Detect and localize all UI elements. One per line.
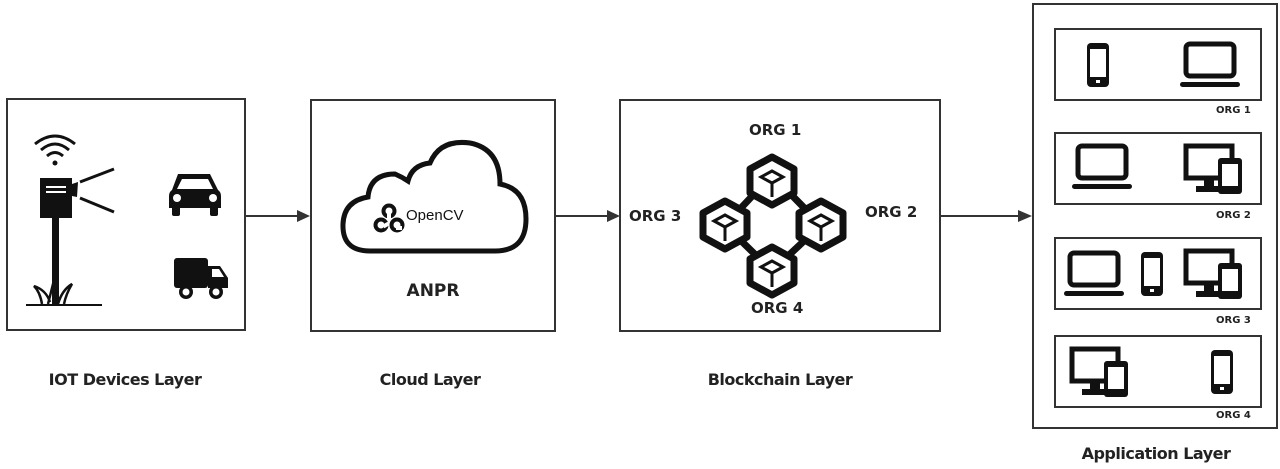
phone-icon	[1087, 43, 1109, 87]
blockchain-org-3: ORG 3	[629, 207, 682, 225]
arrow-iot-to-cloud	[245, 210, 310, 222]
cloud-layer-label: Cloud Layer	[379, 370, 481, 389]
wifi-icon	[34, 134, 76, 166]
application-layer-box: ORG 1 ORG 2 ORG 3 ORG 4	[1032, 3, 1278, 429]
app-org-3-panel	[1054, 237, 1262, 310]
block-cube-top	[746, 153, 798, 209]
app-org-3-label: ORG 3	[1216, 315, 1251, 326]
blockchain-org-1: ORG 1	[749, 121, 802, 139]
arrow-blockchain-to-application	[940, 210, 1032, 222]
laptop-icon	[1064, 250, 1124, 296]
laptop-icon	[1180, 41, 1240, 87]
opencv-logo-text: OpenCV	[406, 207, 464, 224]
blockchain-org-4: ORG 4	[751, 299, 804, 317]
app-org-1-label: ORG 1	[1216, 105, 1251, 116]
app-org-1-panel	[1054, 28, 1262, 101]
arrow-cloud-to-blockchain	[555, 210, 620, 222]
anpr-caption: ANPR	[406, 281, 460, 301]
app-org-4-panel	[1054, 335, 1262, 408]
blockchain-network-icon	[699, 153, 847, 299]
block-cube-right	[795, 197, 847, 253]
app-org-2-label: ORG 2	[1216, 210, 1251, 221]
speed-camera-icon	[26, 167, 115, 306]
cloud-icon	[340, 139, 529, 254]
block-cube-left	[699, 197, 751, 253]
blockchain-layer-label: Blockchain Layer	[707, 370, 853, 389]
block-cube-bottom	[746, 243, 798, 299]
opencv-logo-icon	[373, 203, 405, 233]
blockchain-org-2: ORG 2	[865, 203, 918, 221]
app-org-2-panel	[1054, 132, 1262, 205]
cloud-layer-box: OpenCV ANPR	[310, 99, 556, 332]
truck-icon	[174, 258, 228, 299]
laptop-icon	[1072, 143, 1132, 189]
iot-layer-label: IOT Devices Layer	[48, 370, 202, 389]
car-icon	[169, 174, 221, 216]
desktop-phone-icon	[1069, 346, 1128, 397]
desktop-phone-icon	[1183, 248, 1242, 299]
application-layer-label: Application Layer	[1081, 444, 1231, 463]
blockchain-layer-box: ORG 1 ORG 2 ORG 3 ORG 4	[619, 99, 941, 332]
iot-layer-box	[6, 98, 246, 331]
phone-icon	[1211, 350, 1233, 394]
app-org-4-label: ORG 4	[1216, 410, 1251, 421]
desktop-phone-icon	[1183, 143, 1242, 194]
phone-icon	[1141, 252, 1163, 296]
